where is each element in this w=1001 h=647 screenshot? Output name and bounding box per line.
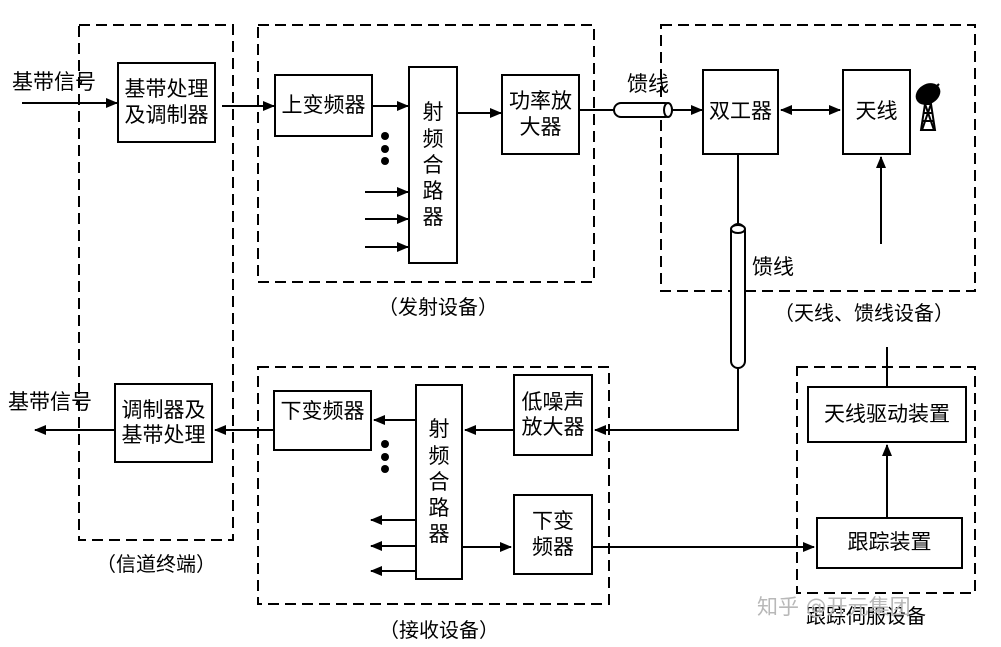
channel-terminal-caption: （信道终端） [96,552,216,576]
baseband-out-label: 基带信号 [8,390,92,414]
upconverter-label: 上变频器 [281,92,366,117]
antenna-drive-box [807,386,967,443]
feeder-right-label: 馈线 [752,255,794,279]
receive-frame [257,366,610,605]
tracking-label: 跟踪装置 [847,530,932,555]
transmit-frame [257,24,595,283]
baseband-in-label: 基带信号 [12,70,96,94]
combiner-dot-1 [381,132,389,140]
downconverter-label: 下变频器 [280,399,365,424]
combiner-dot-2 [381,145,389,153]
antenna-feeder-frame [660,24,976,292]
rf-splitter-label: 射频合路器 [428,417,450,547]
feeder-cable-vertical [730,223,746,369]
downconverter2-box [513,494,593,575]
power-amp-box [501,74,580,155]
duplexer-box [702,69,779,155]
lna-label: 低噪声放大器 [521,389,585,439]
feeder-cable-horizontal-end [663,102,673,118]
antenna-drive-label: 天线驱动装置 [824,401,950,426]
tracking-box [816,517,963,569]
downconverter-box [273,390,372,451]
transmit-caption: （发射设备） [378,295,498,319]
antenna-dish-icon [915,83,941,131]
splitter-dot-2 [381,453,389,461]
demod-baseband-label: 调制器及基带处理 [121,397,206,447]
duplexer-label: 双工器 [709,99,772,124]
channel-terminal-frame [78,24,234,541]
watermark: 知乎 @开元集团 [757,595,911,619]
demod-baseband-box [114,383,213,463]
antenna-label: 天线 [855,99,898,124]
splitter-dot-3 [381,465,389,473]
feeder-cable-vertical-end [730,224,746,234]
lna-box [513,374,593,456]
baseband-mod-box [117,62,216,143]
tracking-servo-caption: 跟踪伺服设备 [806,604,926,628]
receive-caption: （接收设备） [379,618,499,642]
feeder-top-label: 馈线 [627,72,669,96]
combiner-dot-3 [381,157,389,165]
rf-splitter-box [415,384,463,580]
rf-combiner-box [408,66,458,264]
feeder-to-lna-arrow [594,368,739,435]
power-amp-label: 功率放大器 [509,89,572,139]
antenna-feeder-caption: （天线、馈线设备） [774,301,954,325]
rf-combiner-label: 射频合路器 [422,100,444,230]
downconverter2-label: 下变频器 [532,509,574,559]
splitter-dot-1 [381,440,389,448]
antenna-box [842,69,911,155]
baseband-mod-label: 基带处理及调制器 [124,77,209,127]
